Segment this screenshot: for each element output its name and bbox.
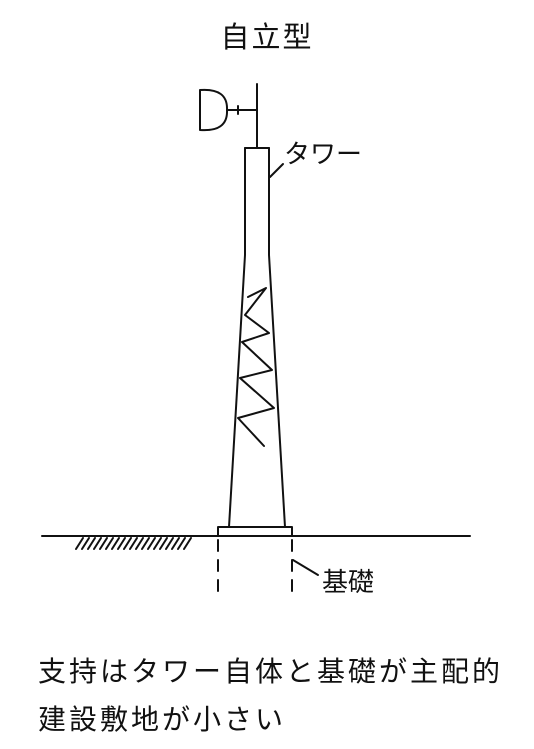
foundation-underground [217, 539, 293, 593]
tower-leader-line [269, 163, 284, 178]
ground-hatching [75, 537, 192, 550]
dish-antenna-icon [199, 88, 258, 132]
caption-line-2: 建設敷地が小さい [38, 703, 287, 736]
foundation-block [217, 526, 293, 537]
caption-line-1: 支持はタワー自体と基礎が主配的 [38, 655, 504, 688]
tower-body [228, 147, 286, 528]
diagram-title: 自立型 [220, 20, 314, 54]
foundation-leader-line [292, 559, 319, 576]
tower-lattice [237, 287, 275, 447]
foundation-label: 基礎 [322, 568, 375, 598]
tower-label: タワー [284, 140, 363, 170]
